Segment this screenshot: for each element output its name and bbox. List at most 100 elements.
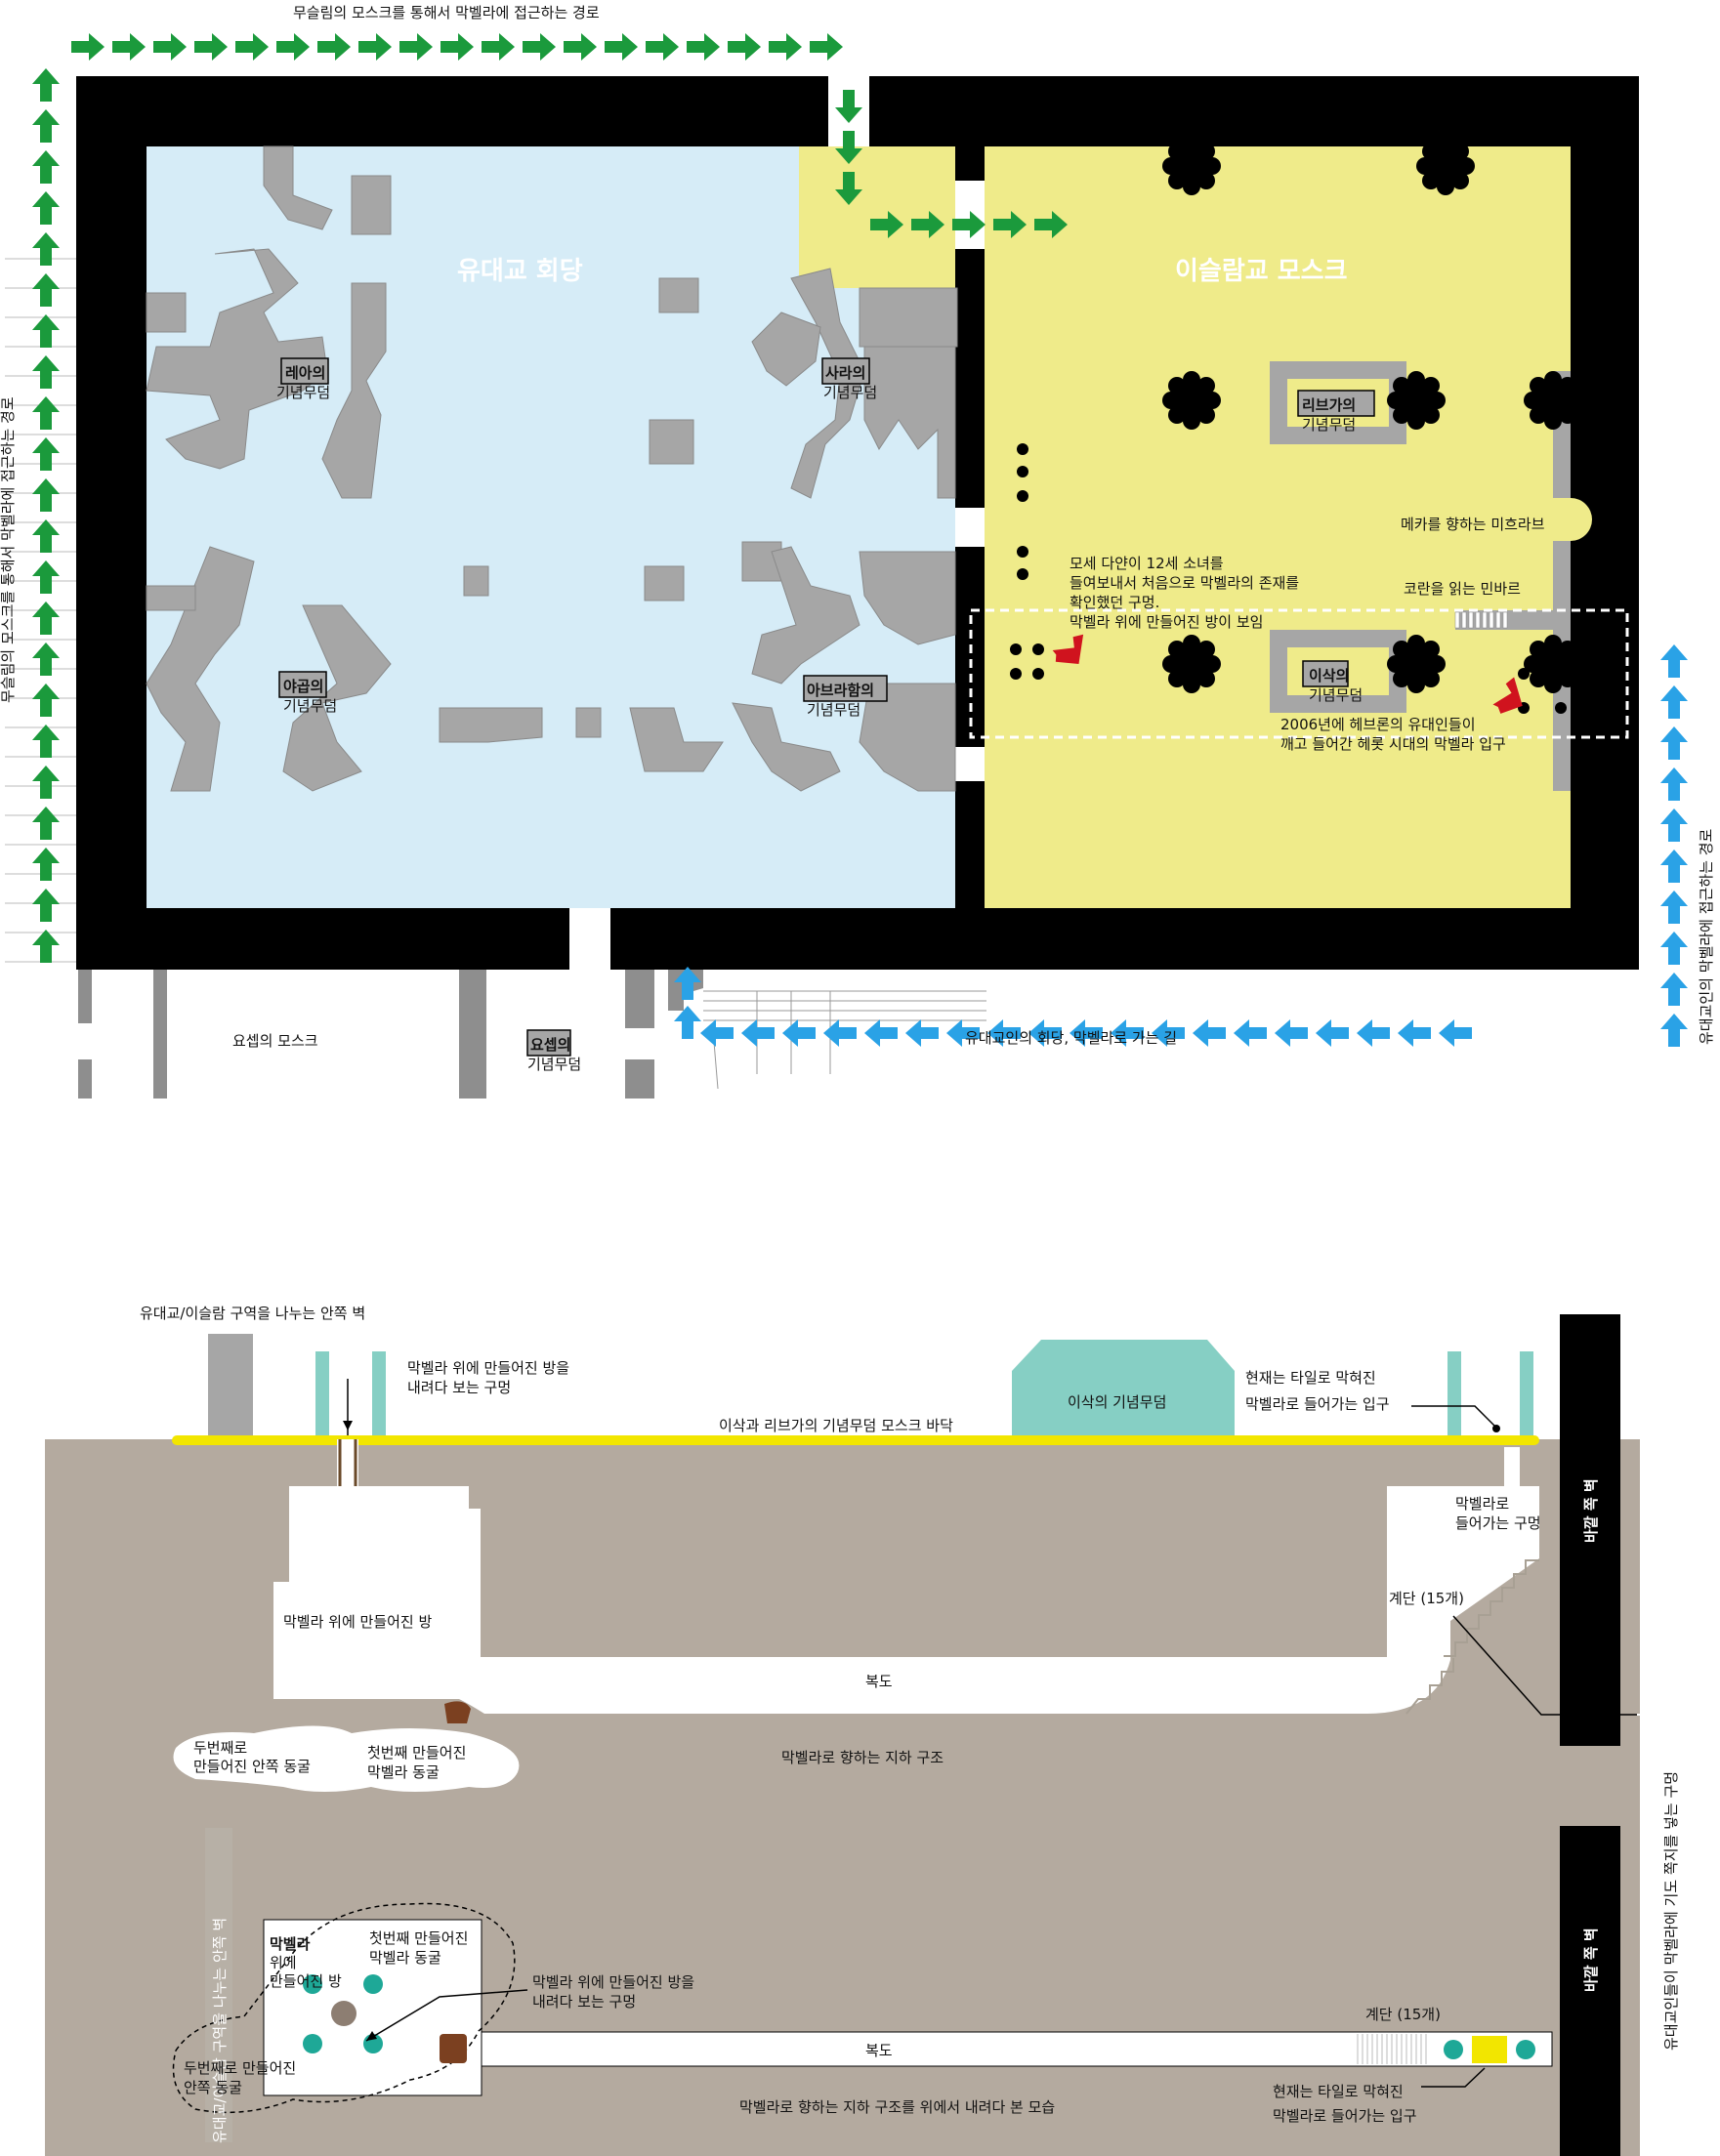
arrow-left-icon xyxy=(1316,1019,1349,1047)
arrow-up-icon xyxy=(32,519,60,553)
entrance-hole-label-2: 들어가는 구멍 xyxy=(1455,1514,1541,1532)
dayan-label-2: 들여보내서 처음으로 막벨라의 존재를 xyxy=(1070,574,1299,592)
pillar-icon xyxy=(1524,371,1582,430)
isaac-tomb-monument xyxy=(1012,1340,1235,1439)
arrow-left-icon xyxy=(1439,1019,1472,1047)
stair-lines xyxy=(703,990,986,1090)
mosque-label: 이슬람교 모스크 xyxy=(1175,257,1348,286)
mosque-floor xyxy=(985,146,1571,908)
tiled-entrance-label-2: 막벨라로 들어가는 입구 xyxy=(1245,1395,1390,1413)
arrow-left-icon xyxy=(1357,1019,1390,1047)
tomb-label-boxes xyxy=(278,357,1375,1057)
muslim-route-label: 무슬림의 모스크를 통해서 막벨라에 접근하는 경로 xyxy=(293,4,600,21)
isaac-label: 이삭의 xyxy=(1309,667,1349,684)
stairs-top-label: 계단 (15개) xyxy=(1365,2006,1441,2023)
inner-wall-label: 유대교/이슬람 구역을 나누는 안쪽 벽 xyxy=(140,1305,365,1322)
red-arrow-icon xyxy=(1492,677,1523,714)
underground-cavity xyxy=(273,1447,1539,1714)
arrow-left-icon xyxy=(741,1019,775,1047)
stairs-label: 계단 (15개) xyxy=(1389,1590,1464,1607)
arrow-up-icon xyxy=(32,601,60,635)
arrow-right-icon xyxy=(153,33,187,61)
corridor-top-view xyxy=(481,2031,1553,2067)
arrow-up-icon xyxy=(32,396,60,430)
pillar-icon xyxy=(1387,371,1446,430)
arrow-up-icon xyxy=(32,191,60,225)
arrow-right-icon xyxy=(482,33,515,61)
corridor-top-label: 복도 xyxy=(865,2042,893,2059)
arrow-left-icon xyxy=(1398,1019,1431,1047)
mosque-floor-line xyxy=(172,1435,1539,1445)
joseph-tomb-sub-label: 기념무덤 xyxy=(527,1056,581,1073)
joseph-mosque-label: 요셉의 모스크 xyxy=(232,1032,318,1050)
pillar-icon xyxy=(1387,635,1446,693)
arrow-right-icon xyxy=(235,33,269,61)
muslim-route-side-label: 무슬림의 모스크를 통해서 막벨라에 접근하는 경로 xyxy=(0,396,17,703)
pillar-icon xyxy=(1162,137,1221,195)
plan-view: 무슬림의 모스크를 통해서 막벨라에 접근하는 경로 무슬림의 모스크를 통해서… xyxy=(0,4,1715,1099)
first-cave-top-label-2: 막벨라 동굴 xyxy=(369,1949,441,1967)
abraham-label: 아브라함의 xyxy=(807,682,874,699)
arrow-left-icon xyxy=(1193,1019,1226,1047)
arrow-up-icon xyxy=(32,478,60,512)
jacob-sub-label: 기념무덤 xyxy=(283,697,337,715)
first-cave-label-1: 첫번째 만들어진 xyxy=(367,1744,466,1762)
arrow-right-icon xyxy=(399,33,433,61)
arrow-up-icon xyxy=(32,232,60,266)
sarah-label: 사라의 xyxy=(825,364,865,382)
inner-wall-top-view xyxy=(205,1828,232,2142)
arrow-up-icon xyxy=(1660,808,1688,842)
arrow-up-icon xyxy=(32,273,60,307)
arrow-up-icon xyxy=(1660,685,1688,719)
first-cave-label-2: 막벨라 동굴 xyxy=(367,1763,440,1781)
arrow-up-icon xyxy=(1660,644,1688,678)
look-hole-label-2: 내려다 보는 구멍 xyxy=(407,1379,511,1396)
isaac-sub-label: 기념무덤 xyxy=(1309,686,1363,704)
arrow-up-icon xyxy=(32,807,60,840)
arrow-up-icon xyxy=(32,930,60,963)
arrow-right-icon xyxy=(194,33,228,61)
arrow-left-icon xyxy=(864,1019,898,1047)
arrow-up-icon xyxy=(1660,726,1688,760)
dayan-label-1: 모세 다얀이 12세 소녀를 xyxy=(1070,555,1224,572)
event-2006-label-1: 2006년에 헤브론의 유대인들이 xyxy=(1280,716,1476,733)
arrow-left-icon xyxy=(1275,1019,1308,1047)
pillar-icon xyxy=(1162,371,1221,430)
arrow-right-icon xyxy=(687,33,720,61)
room-top-label-3: 만들어진 방 xyxy=(270,1972,342,1990)
arrow-right-icon xyxy=(646,33,679,61)
minbar-label: 코란을 읽는 민바르 xyxy=(1404,580,1521,598)
arrow-left-icon xyxy=(905,1019,939,1047)
stairs-section xyxy=(1444,1559,1539,1657)
second-cave-label-2: 만들어진 안쪽 동굴 xyxy=(193,1758,311,1775)
outer-wall-top xyxy=(1560,1826,1620,2156)
tiled-top-label-2: 막벨라로 들어가는 입구 xyxy=(1273,2107,1417,2125)
outer-wall-top-label: 바깥 쪽 벽 xyxy=(1582,1928,1600,1992)
arrow-up-icon xyxy=(32,560,60,594)
joseph-tomb-label: 요셉의 xyxy=(530,1036,570,1054)
section-cut-band xyxy=(969,608,1629,739)
inner-wall-top-label: 유대교/이슬람 구역을 나누는 안쪽 벽 xyxy=(211,1918,229,2143)
arrow-up-icon xyxy=(32,766,60,799)
shaft-dots xyxy=(1010,443,1567,714)
room-top-label-2: 위에 xyxy=(270,1954,297,1971)
arrow-up-icon xyxy=(1660,1014,1688,1047)
arrow-up-icon xyxy=(32,643,60,676)
prayer-hole-label: 유대교인들이 막벨라에 기도 쪽지를 넣는 구멍 xyxy=(1662,1771,1680,2051)
arrow-right-icon xyxy=(112,33,146,61)
dayan-label-4: 막벨라 위에 만들어진 방이 보임 xyxy=(1070,613,1263,631)
dayan-label-3: 확인했던 구멍. xyxy=(1070,594,1159,611)
jewish-route-side-label: 유대교인의 막벨라에 접근하는 경로 xyxy=(1698,828,1715,1045)
arrow-right-icon xyxy=(358,33,392,61)
abraham-sub-label: 기념무덤 xyxy=(807,701,860,719)
mosque-structures xyxy=(1162,137,1592,791)
jacob-label: 야곱의 xyxy=(283,678,323,695)
look-hole-top-view xyxy=(331,2001,357,2026)
arrow-up-icon xyxy=(32,889,60,922)
tiled-entrance-label-1: 현재는 타일로 막혀진 xyxy=(1245,1369,1376,1387)
arrow-up-icon xyxy=(32,355,60,389)
look-hole-top-label-1: 막벨라 위에 만들어진 방을 xyxy=(532,1973,694,1991)
underground-label: 막벨라로 향하는 지하 구조 xyxy=(781,1749,944,1766)
top-view: 바깥 쪽 벽 유대교/이슬람 구역을 나누는 안쪽 벽 막벨라 위에 만들어진 … xyxy=(172,1826,1620,2156)
